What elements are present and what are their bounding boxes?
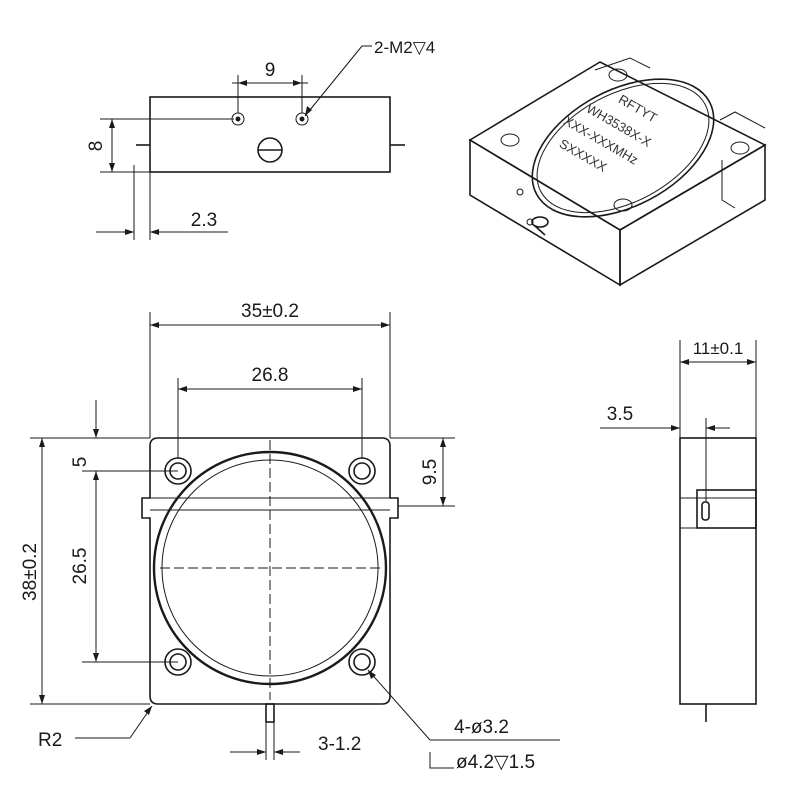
front-width-label: 35±0.2 <box>241 301 299 322</box>
front-tab-offset-label: 9.5 <box>420 459 441 485</box>
front-hole-span-y-label: 26.5 <box>70 548 91 585</box>
front-pin <box>265 703 275 723</box>
iso-hole-1 <box>500 133 520 147</box>
front-hole-edge-label: 5 <box>70 457 91 468</box>
top-height-label: 8 <box>86 141 107 152</box>
isometric-view: RFTYT WH3538X-X XXX-XXXMHz SXXXXX <box>468 57 767 287</box>
iso-hole-4 <box>613 198 633 212</box>
top-offset-label: 2.3 <box>191 210 217 231</box>
iso-hole-3 <box>730 141 750 155</box>
iso-cover-disc <box>531 78 715 218</box>
top-view: 9 2-M2▽4 8 2.3 <box>86 38 435 240</box>
front-hole-span-x-label: 26.8 <box>252 365 289 386</box>
front-pin-width-label: 3-1.2 <box>318 734 361 755</box>
top-pitch-label: 9 <box>265 60 276 81</box>
counterbore-callout: ø4.2▽1.5 <box>456 752 535 773</box>
side-tab <box>696 489 757 529</box>
side-tab-height-label: 3.5 <box>607 404 633 425</box>
mounting-hole-top-right <box>348 457 376 485</box>
mounting-hole-bottom-right <box>348 648 376 676</box>
front-view: 35±0.2 26.8 38±0.2 5 26.5 9.5 <box>20 301 560 773</box>
front-view-body <box>141 437 399 705</box>
top-view-body <box>149 96 391 173</box>
iso-hole-2 <box>608 68 628 82</box>
iso-right-face <box>619 143 766 287</box>
side-view-body <box>679 437 757 705</box>
front-corner-radius-label: R2 <box>38 730 62 751</box>
side-view: 11±0.1 3.5 <box>600 339 757 722</box>
front-height-label: 38±0.2 <box>20 543 41 601</box>
hole-callout: 4-ø3.2 <box>454 717 509 738</box>
thread-callout: 2-M2▽4 <box>374 38 435 57</box>
iso-pin <box>531 216 549 228</box>
side-thickness-label: 11±0.1 <box>693 339 744 358</box>
